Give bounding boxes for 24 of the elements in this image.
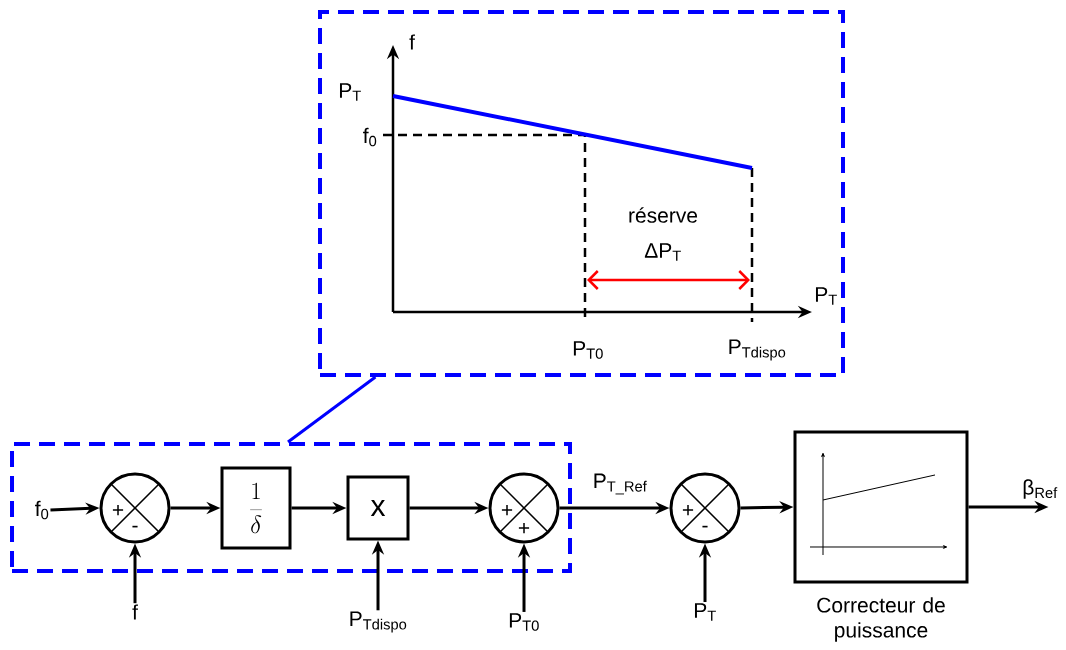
dashed-frame <box>318 10 845 377</box>
signal-label: P$_{Tdispo}$ <box>350 611 407 633</box>
signal-label: f$_{0}$ <box>35 500 49 520</box>
process-block <box>793 430 969 584</box>
summing-junction: + - <box>99 472 171 544</box>
axis-label: f$_{0}$ <box>363 127 377 147</box>
process-block: $\frac{1}{\delta}$ <box>220 466 292 550</box>
axis-label: P$_{T}$ <box>340 83 361 101</box>
summing-junction: + + <box>488 472 560 544</box>
axis-label: ΔP$_{T}$ <box>644 243 681 261</box>
summing-junction: + - <box>669 472 741 544</box>
signal-label: P$_{T}$ <box>695 603 716 621</box>
axis-label: P$_{Tdispo}$ <box>729 339 786 361</box>
axis-label: P$_{T}$ <box>816 287 837 305</box>
axis-label: réserve <box>629 207 698 223</box>
edge-label: β$_{Ref}$ <box>1021 478 1059 500</box>
edge-label: P$_{T_Ref}$ <box>591 472 649 496</box>
axis-label: f <box>409 34 415 50</box>
process-block: x <box>346 475 410 541</box>
block-caption: Correcteur de puissance <box>817 597 945 642</box>
axis-label: P$_{T0}$ <box>573 341 603 359</box>
dashed-frame <box>10 442 572 573</box>
signal-label: P$_{T0}$ <box>509 613 539 631</box>
signal-label: f <box>132 604 138 620</box>
